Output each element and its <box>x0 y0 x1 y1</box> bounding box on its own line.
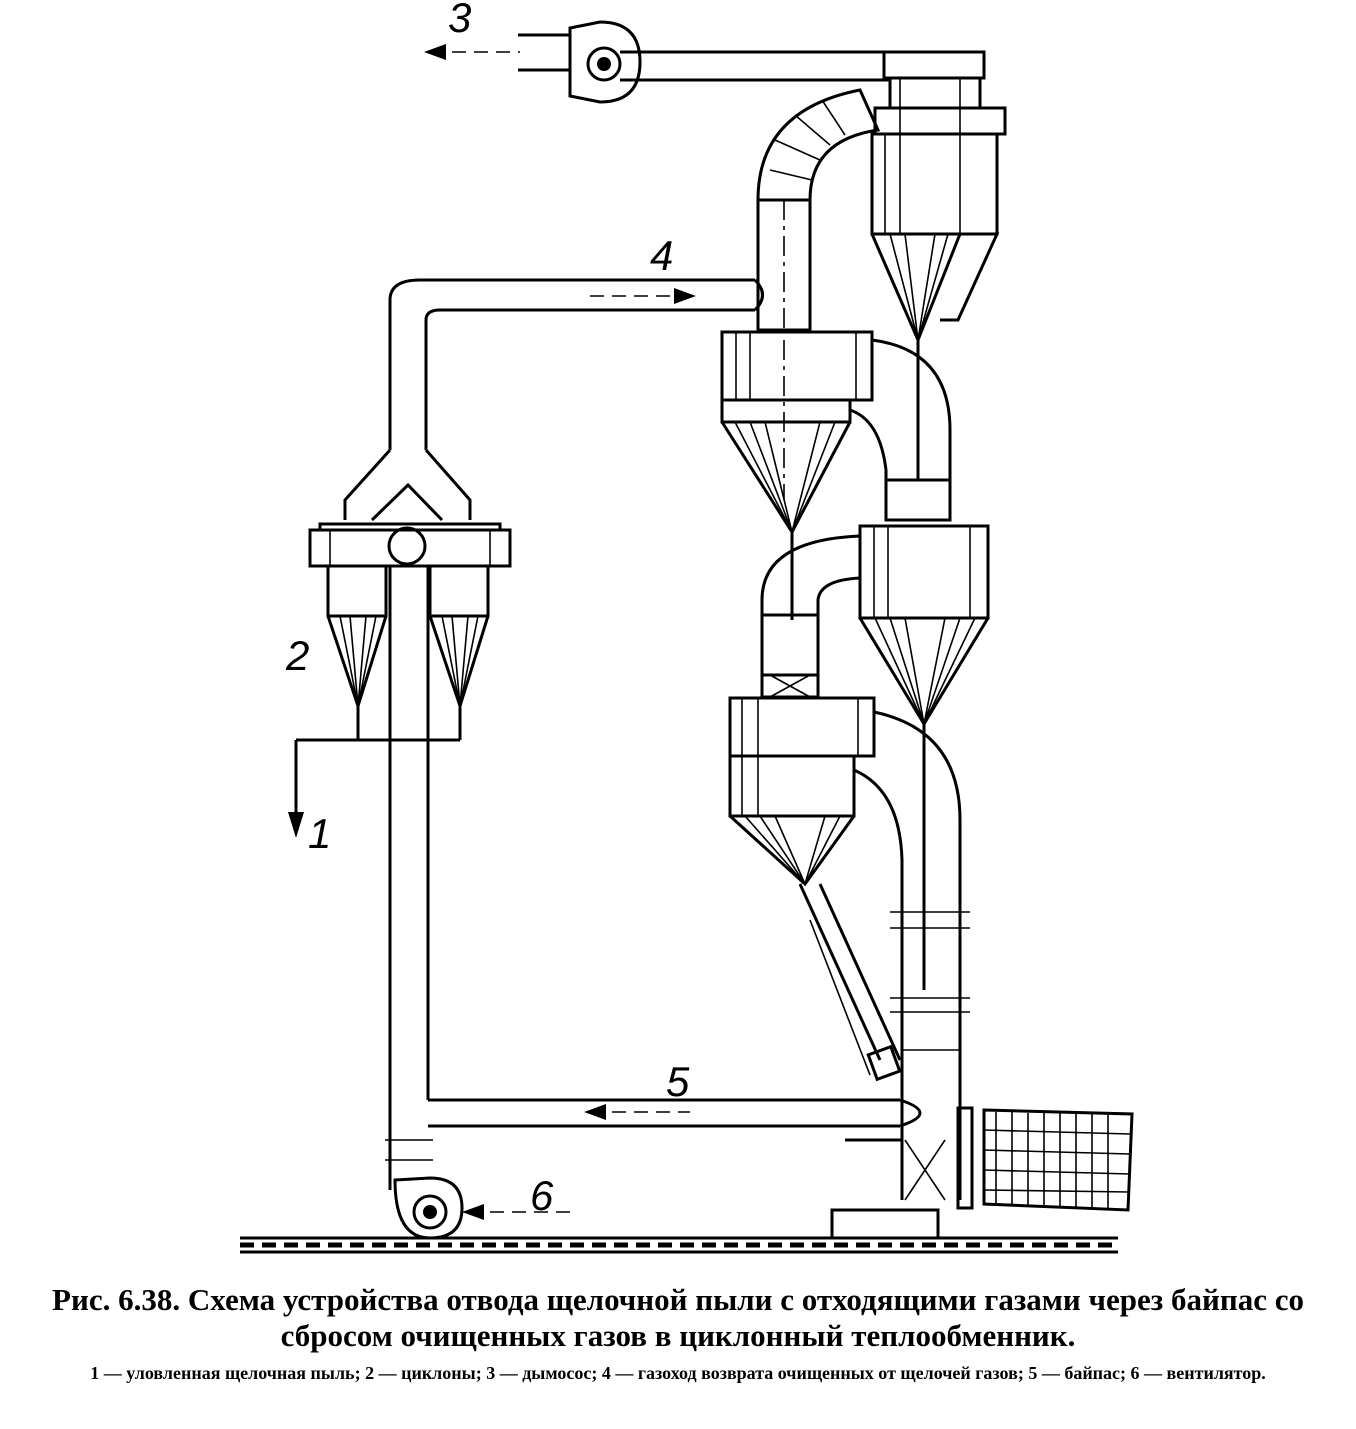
cyclone-stage-2 <box>720 330 952 620</box>
caption-title: Рис. 6.38. Схема устройства отвода щелоч… <box>52 1282 1304 1353</box>
return-gas-duct-4 <box>388 278 764 450</box>
smoke-exhauster-3 <box>424 20 986 104</box>
cyclone-top-right <box>870 76 1007 480</box>
label-2: 2 <box>285 632 309 679</box>
label-5: 5 <box>666 1058 690 1105</box>
bypass-duct-5 <box>428 1098 922 1128</box>
rotary-kiln-inlet <box>956 1106 1134 1212</box>
ground-rail <box>240 1236 1118 1254</box>
lower-riser <box>830 820 970 1240</box>
left-cyclone-pair-2 <box>288 448 512 838</box>
cyclone-stage-4 <box>728 696 962 1082</box>
label-4: 4 <box>650 232 673 279</box>
left-riser-duct <box>385 566 433 1190</box>
caption-legend: 1 — уловленная щелочная пыль; 2 — циклон… <box>90 1363 1266 1383</box>
fan-6 <box>393 1176 570 1240</box>
bypass-scheme-diagram: 1 2 3 4 5 6 <box>240 0 1134 1254</box>
label-1: 1 <box>308 810 331 857</box>
elbow-duct-top <box>756 88 881 332</box>
cyclone-stage-3 <box>760 524 990 990</box>
figure-caption: Рис. 6.38. Схема устройства отвода щелоч… <box>0 1282 1356 1386</box>
label-3: 3 <box>448 0 471 41</box>
label-6: 6 <box>530 1172 554 1219</box>
